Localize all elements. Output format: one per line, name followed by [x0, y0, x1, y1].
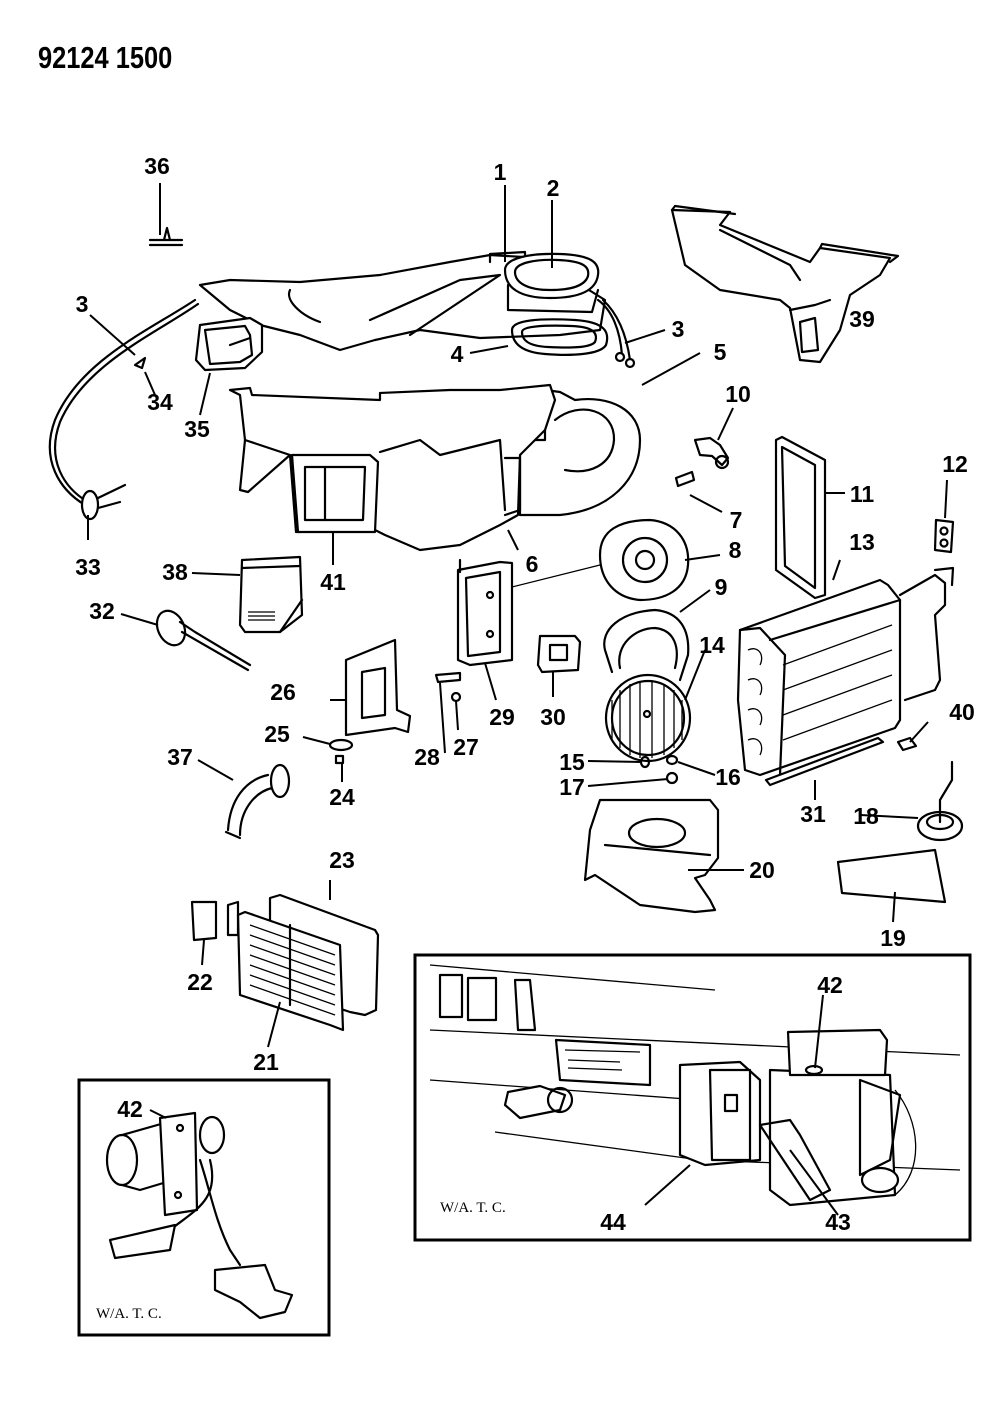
part-8-blower-motor	[499, 518, 690, 602]
instrument-panel-view	[429, 964, 961, 1207]
part-10-elbow	[693, 436, 730, 470]
callout-25: 25	[264, 721, 290, 747]
callout-10: 10	[725, 381, 751, 407]
callout-20: 20	[749, 857, 775, 883]
part-26-door	[344, 638, 412, 737]
callout-23: 23	[329, 847, 355, 873]
leader-lines	[87, 183, 948, 1048]
diagram-reference-number: 92124 1500	[38, 40, 173, 75]
part-3-control-cable-right	[596, 298, 636, 369]
callout-24: 24	[329, 784, 355, 810]
part-12-gasket-plate	[933, 518, 955, 554]
callout-5: 5	[714, 339, 727, 365]
callout-38: 38	[162, 559, 188, 585]
callout-8: 8	[729, 537, 742, 563]
inset-caption-right: W/A. T. C.	[440, 1200, 506, 1216]
callout-7: 7	[730, 507, 743, 533]
callout-21: 21	[253, 1049, 279, 1075]
callout-19: 19	[880, 925, 906, 951]
callout-34: 34	[147, 389, 173, 415]
part-2-outlet-ring	[503, 252, 600, 314]
part-22-pad	[190, 900, 218, 942]
part-15-16-17-fasteners	[639, 754, 679, 785]
part-35-outlet-duct	[194, 316, 264, 372]
callout-18: 18	[853, 803, 879, 829]
part-38-pad	[238, 555, 304, 634]
part-24-nut	[334, 754, 345, 765]
part-1-upper-housing	[198, 250, 607, 352]
callout-1: 1	[494, 159, 507, 185]
part-31-seal-strip	[764, 736, 885, 787]
part-37-hose	[224, 763, 291, 840]
callout-22: 22	[187, 969, 213, 995]
callout-2: 2	[547, 175, 560, 201]
part-14-blower-wheel	[604, 673, 692, 763]
part-27-nut	[450, 691, 462, 703]
part-42-atc-actuator	[105, 1111, 294, 1320]
part-36-clip	[148, 226, 184, 247]
callout-30: 30	[540, 704, 566, 730]
part-30-gasket	[536, 634, 582, 674]
part-20-air-inlet-housing	[583, 798, 720, 914]
part-25-bushing	[328, 738, 354, 752]
callout-11: 11	[850, 481, 875, 507]
callout-13: 13	[849, 529, 875, 555]
callout-44: 44	[600, 1209, 626, 1235]
callout-39: 39	[849, 306, 875, 332]
part-41-heater-housing	[228, 383, 557, 552]
callout-42-left-inset: 42	[117, 1096, 143, 1122]
callout-42-right-inset: 42	[817, 972, 843, 998]
callout-labels: 1 2 3 3 4 5 6 7 8 9 10 11 12 13 14 15 16…	[75, 153, 975, 1075]
callout-29: 29	[489, 704, 515, 730]
part-7-clip	[674, 470, 696, 488]
part-39-defroster-duct	[670, 204, 900, 364]
callout-6: 6	[526, 551, 539, 577]
part-32-vacuum-actuator	[155, 609, 252, 672]
part-29-door	[456, 558, 514, 667]
callout-40: 40	[949, 699, 975, 725]
part-19-panel	[836, 848, 947, 904]
callout-4: 4	[451, 341, 464, 367]
callout-27: 27	[453, 734, 479, 760]
callout-26: 26	[270, 679, 296, 705]
callout-14: 14	[699, 632, 725, 658]
callout-31: 31	[800, 801, 826, 827]
callout-3-left: 3	[76, 291, 89, 317]
callout-17: 17	[559, 774, 585, 800]
part-5-blower-housing	[518, 388, 642, 517]
part-28-link	[434, 671, 462, 684]
callout-32: 32	[89, 598, 115, 624]
callout-12: 12	[942, 451, 968, 477]
callout-43: 43	[825, 1209, 851, 1235]
inset-atc-right: 42 43 44 W/A. T. C.	[413, 953, 972, 1242]
part-3-control-cable-left	[48, 298, 200, 521]
inset-atc-left: 42 W/A. T. C.	[77, 1078, 331, 1337]
callout-35: 35	[184, 416, 210, 442]
callout-33: 33	[75, 554, 101, 580]
callout-9: 9	[715, 574, 728, 600]
callout-15: 15	[559, 749, 585, 775]
callout-37: 37	[167, 744, 193, 770]
callout-36: 36	[144, 153, 170, 179]
part-9-motor-gasket	[603, 608, 690, 682]
part-34-clip	[133, 356, 147, 370]
callout-3-right: 3	[672, 316, 685, 342]
part-21-heater-core	[226, 900, 345, 1032]
inset-caption-left: W/A. T. C.	[96, 1306, 162, 1322]
part-18-grommet	[916, 760, 964, 842]
part-11-seal-frame	[774, 435, 827, 600]
callout-28: 28	[414, 744, 440, 770]
part-13-evaporator-core	[736, 566, 955, 777]
callout-16: 16	[715, 764, 741, 790]
part-4-seal	[510, 318, 609, 356]
callout-41: 41	[320, 569, 346, 595]
